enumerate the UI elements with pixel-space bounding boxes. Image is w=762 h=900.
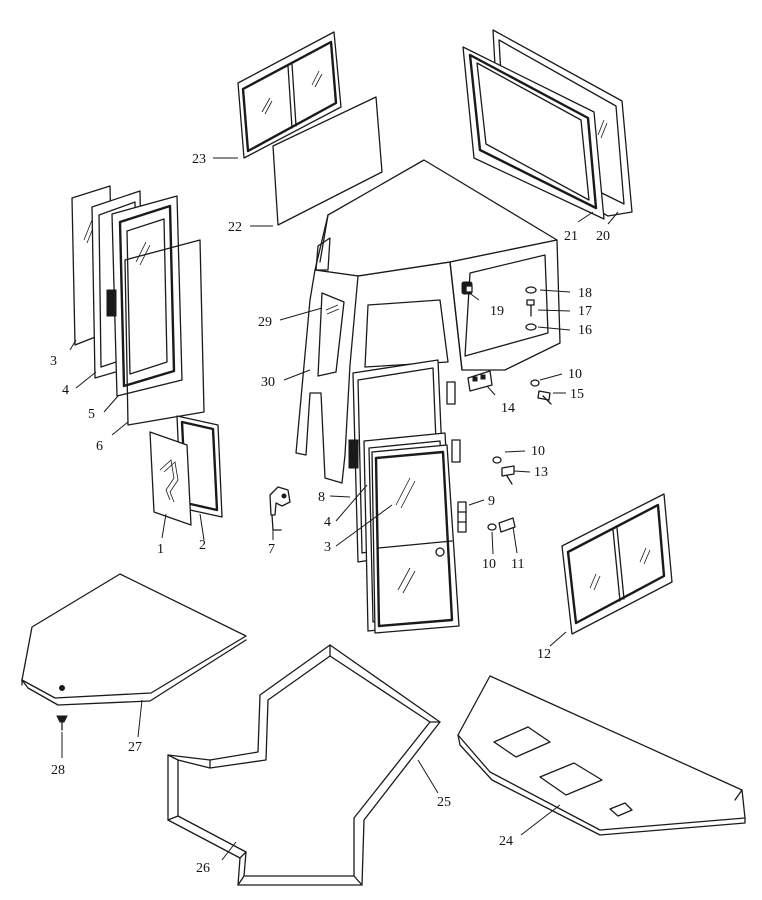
part-7-bracket [269,486,291,531]
callout-12: 12 [537,647,551,662]
part-19-latch [461,281,473,295]
part-25-floor-seal [167,644,441,886]
callout-27: 27 [128,740,142,755]
parts-10-13-door-hardware [487,456,516,533]
callout-28: 28 [51,763,65,778]
callout-4-door: 4 [324,515,331,530]
part-12-side-sliding-window [561,493,673,635]
part-30-cab-body [295,159,561,484]
callout-13: 13 [534,465,548,480]
part-27-floor-plate [21,573,247,706]
callout-21: 21 [564,229,578,244]
callout-16: 16 [578,323,592,338]
part-14-hinge-plate [467,370,493,392]
callout-10-top: 10 [568,367,582,382]
callout-26: 26 [196,861,210,876]
callout-8: 8 [318,490,325,505]
callout-1: 1 [157,542,164,557]
part-5-side-door-frame [106,195,183,397]
part-28-screw [56,715,68,731]
callout-11: 11 [511,557,524,572]
part-15-bolt [530,379,552,405]
callout-14: 14 [501,401,515,416]
callout-5: 5 [88,407,95,422]
parts-16-17-18-hardware [525,286,537,331]
callout-17: 17 [578,304,592,319]
callout-10-mid: 10 [531,444,545,459]
callout-19: 19 [490,304,504,319]
part-24-floor-mat [457,675,746,836]
callout-10-bottom: 10 [482,557,496,572]
callout-24: 24 [499,834,513,849]
callout-29: 29 [258,315,272,330]
part-9-hinge [457,501,467,533]
callout-labels: 23 22 21 20 19 18 17 16 29 30 10 15 14 1… [50,152,610,876]
part-3-door-glass [371,444,460,634]
part-23-top-sliding-window [237,31,342,159]
callout-4-side: 4 [62,383,69,398]
callout-20: 20 [596,229,610,244]
callout-2: 2 [199,538,206,553]
callout-15: 15 [570,387,584,402]
callout-25: 25 [437,795,451,810]
leader-lines [61,157,619,861]
part-21-rear-window-frame [462,46,608,220]
callout-9: 9 [488,494,495,509]
callout-6: 6 [96,439,103,454]
callout-23: 23 [192,152,206,167]
callout-3-door: 3 [324,540,331,555]
part-6-side-glass-rear [124,239,205,426]
callout-22: 22 [228,220,242,235]
part-22-top-glass [272,96,383,226]
callout-3-side: 3 [50,354,57,369]
callout-30: 30 [261,375,275,390]
callout-7: 7 [268,542,275,557]
part-1-small-window-glass [149,431,192,526]
callout-18: 18 [578,286,592,301]
